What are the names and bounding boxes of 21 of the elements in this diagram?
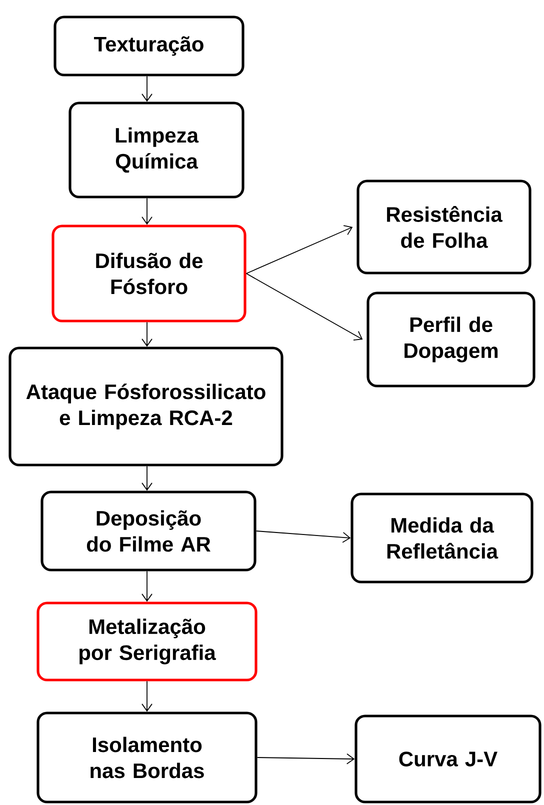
process-box: Resistência de Folha (356, 180, 532, 274)
process-box: Ataque Fósforossilicato e Limpeza RCA-2 (8, 346, 284, 466)
process-box: Curva J-V (354, 714, 542, 804)
arrow (142, 198, 152, 225)
process-box: Difusão de Fósforo (52, 224, 246, 322)
process-box: Metalização por Serigrafia (36, 602, 258, 682)
arrow (142, 680, 152, 712)
arrow (256, 530, 351, 543)
arrow (246, 225, 353, 274)
arrow (246, 273, 363, 340)
process-box: Limpeza Química (68, 102, 244, 198)
process-box: Medida da Refletância (350, 492, 534, 584)
arrow (142, 76, 152, 102)
process-box: Texturação (54, 16, 244, 76)
arrow (256, 753, 355, 764)
process-box: Isolamento nas Bordas (36, 712, 258, 804)
process-box: Deposição do Filme AR (40, 490, 256, 572)
arrow (142, 570, 152, 602)
process-box: Perfil de Dopagem (366, 292, 536, 388)
arrow (142, 322, 152, 347)
arrow (142, 466, 152, 491)
